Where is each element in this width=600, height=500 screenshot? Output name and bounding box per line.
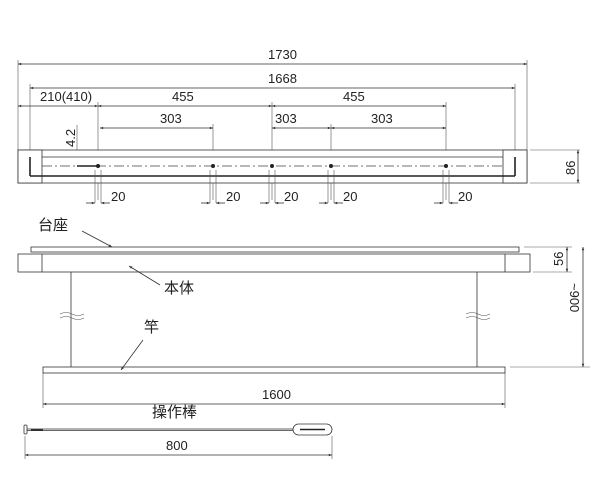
dim-end-offset: 210(410) [40, 89, 92, 104]
dim-body-width: 1668 [268, 71, 297, 86]
dim-hole-3: 20 [284, 189, 298, 204]
body [17, 253, 531, 273]
dim-spacing-303-a: 303 [160, 111, 182, 126]
dim-drop-length: ~900 [567, 283, 582, 312]
dim-pole-length: 1600 [262, 387, 291, 402]
dim-depth: 86 [563, 161, 578, 175]
dim-spacing-455-b: 455 [343, 89, 365, 104]
label-base: 台座 [38, 216, 68, 234]
label-body: 本体 [164, 279, 194, 297]
top-view: 1730 1668 210(410) 455 455 303 303 303 4… [17, 47, 580, 205]
dim-spacing-303-b: 303 [275, 111, 297, 126]
base-plate [30, 246, 520, 253]
dim-hole-1: 20 [111, 189, 125, 204]
dim-rod-length: 800 [166, 438, 188, 453]
side-view: 台座 本体 竿 56 ~900 1600 [17, 216, 590, 408]
pole [42, 366, 506, 374]
dim-hole-5: 20 [458, 189, 472, 204]
dim-hole-4: 20 [343, 189, 357, 204]
mount-points [96, 164, 448, 168]
rod-view: 操作棒 800 [23, 403, 333, 459]
dim-body-height: 56 [551, 252, 566, 266]
dim-spacing-455-a: 455 [172, 89, 194, 104]
dim-overall-width: 1730 [268, 47, 297, 62]
dim-thickness: 4.2 [63, 129, 78, 147]
dim-hole-2: 20 [226, 189, 240, 204]
label-rod: 操作棒 [152, 403, 197, 421]
dim-spacing-303-c: 303 [371, 111, 393, 126]
label-pole: 竿 [144, 318, 159, 336]
